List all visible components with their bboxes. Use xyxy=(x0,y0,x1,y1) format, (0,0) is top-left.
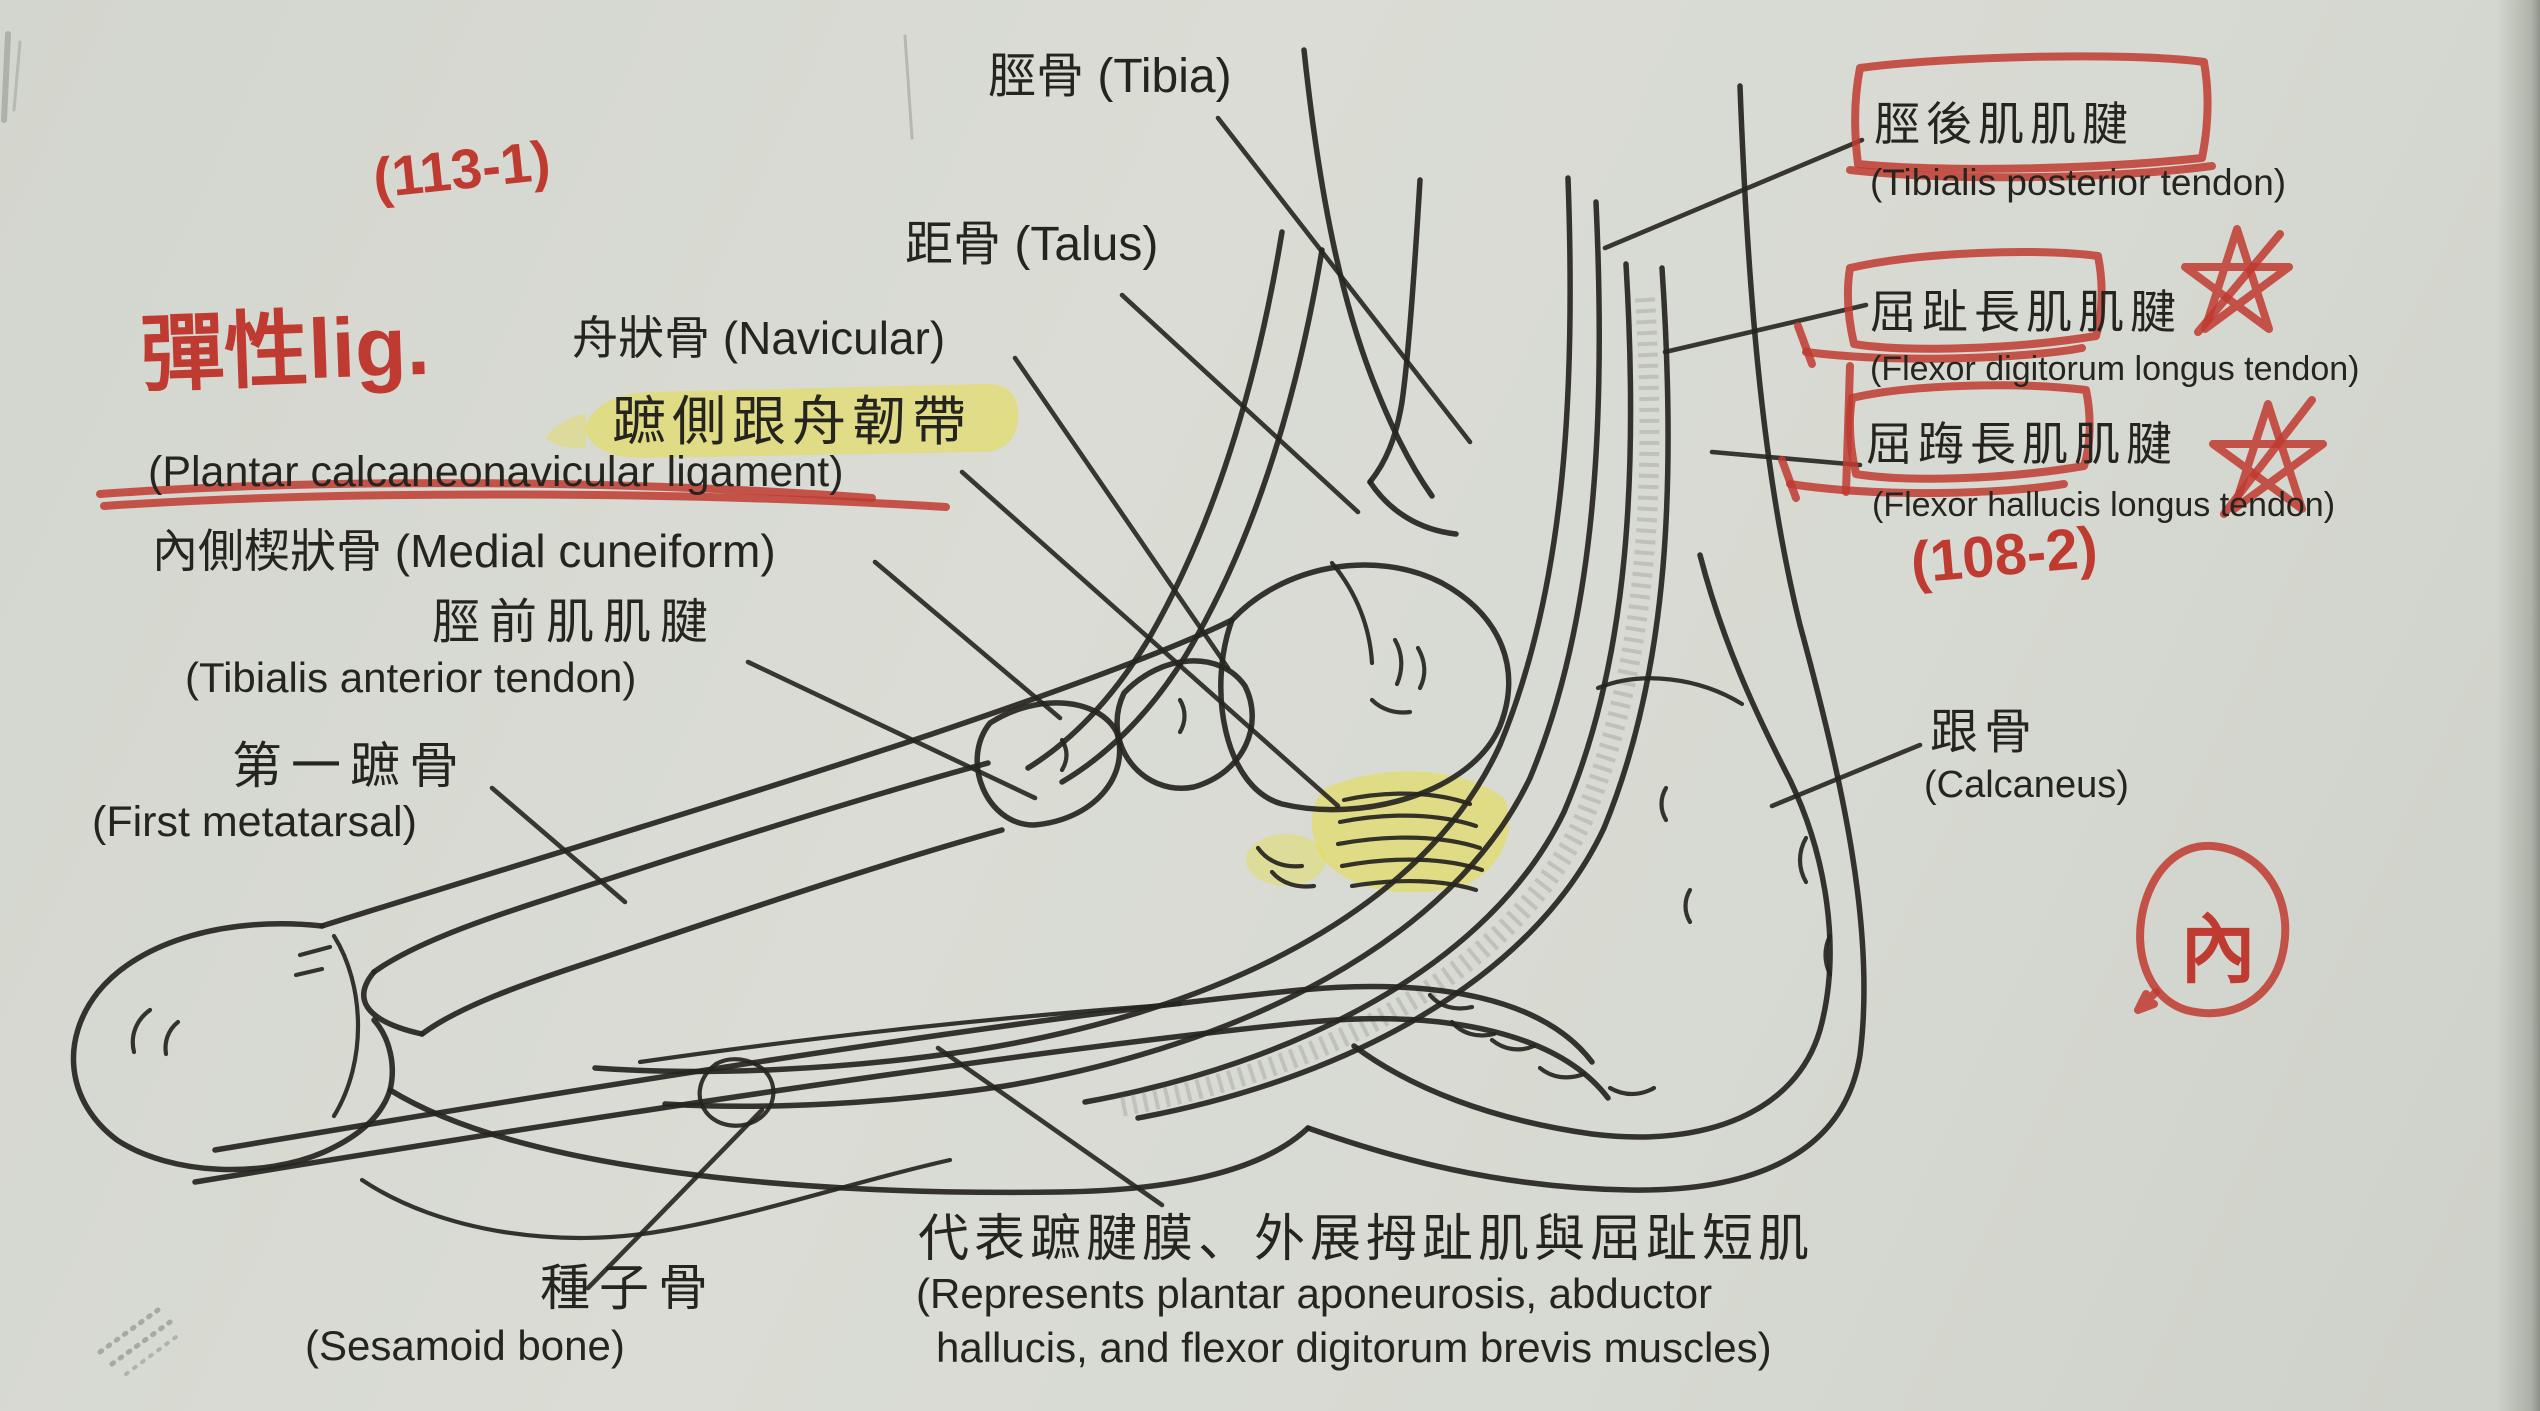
red-box-tibialis-posterior xyxy=(1851,52,2212,173)
red-circle-tail xyxy=(2134,988,2160,1014)
metatarsal-head xyxy=(361,969,425,1037)
label-first-metatarsal-en: (First metatarsal) xyxy=(92,798,417,846)
red-box-flexor-hallucis-underline xyxy=(1786,480,2068,498)
leader-talus xyxy=(1119,292,1361,515)
tibia-back-border xyxy=(1367,177,1423,485)
plantar-aponeurosis-3 xyxy=(637,1001,1183,1065)
handwritten-elastic-ligament-note: 彈性lig. xyxy=(138,297,432,402)
label-spring-ligament-en: (Plantar calcaneonavicular ligament) xyxy=(148,448,844,496)
label-talus: 距骨 (Talus) xyxy=(905,218,1159,271)
red-tick-flexor-digitorum xyxy=(1794,322,1816,368)
plantar-aponeurosis-1 xyxy=(212,983,1595,1153)
label-first-metatarsal-zh: 第一蹠骨 xyxy=(232,738,468,794)
red-marker-shapes xyxy=(96,52,2327,1018)
sole-outline xyxy=(387,1087,1311,1196)
leader-medial-cuneiform xyxy=(872,559,1063,721)
soft-tissue-arch xyxy=(359,1157,953,1241)
tibialis-anterior-band-2 xyxy=(1059,247,1325,785)
leader-flexor-hallucis xyxy=(1709,449,1863,468)
highlight-drawing-small-blob xyxy=(1246,834,1326,886)
red-circle-medial-mark xyxy=(2136,841,2290,1018)
handwritten-medial-mark: 內 xyxy=(2180,908,2256,993)
label-tibialis-posterior-zh: 脛後肌肌腱 xyxy=(1874,98,2134,150)
phalanx-joint-line xyxy=(331,933,361,1119)
medial-malleolus xyxy=(1367,479,1459,537)
highlight-spring-ligament-drawing xyxy=(1311,771,1510,893)
paper-marks xyxy=(1,31,914,1376)
red-star-1-slash xyxy=(2194,230,2284,336)
leader-tibialis-posterior xyxy=(1602,137,1865,251)
first-metatarsal-upper xyxy=(371,760,991,975)
calcaneus-top-notch xyxy=(1595,676,1745,707)
label-calcaneus-en: (Calcaneus) xyxy=(1924,764,2129,806)
label-tibialis-anterior-zh: 脛前肌肌腱 xyxy=(432,596,718,649)
navicular-outline xyxy=(1114,658,1255,791)
achilles-heel-outline xyxy=(1305,83,1867,1193)
tendon-arc-4 xyxy=(1135,265,1671,1121)
calcaneus-outline xyxy=(1351,552,1833,1140)
red-underline-spring-ligament-2 xyxy=(100,490,950,511)
red-tick-flexor-hallucis xyxy=(1778,456,1800,502)
tendon-arc-1 xyxy=(592,175,1573,1075)
leader-plantar-caption xyxy=(935,1045,1165,1208)
label-medial-cuneiform: 內側楔狀骨 (Medial cuneiform) xyxy=(152,525,776,577)
label-tibialis-posterior-en: (Tibialis posterior tendon) xyxy=(1870,162,2287,203)
red-box-tibialis-posterior-underline xyxy=(1846,162,2216,182)
leader-tibialis-anterior xyxy=(745,659,1038,801)
label-flexor-hallucis-zh: 屈踇長肌肌腱 xyxy=(1866,418,2178,470)
label-flexor-hallucis-en: (Flexor hallucis longus tendon) xyxy=(1872,486,2336,524)
red-underline-spring-ligament xyxy=(96,479,876,502)
leader-tibia xyxy=(1215,115,1473,445)
plantar-aponeurosis-2 xyxy=(192,1016,1611,1185)
leader-navicular xyxy=(1012,355,1231,671)
leader-sesamoid xyxy=(585,1107,765,1291)
leader-lines xyxy=(489,115,1923,1291)
tibia-front-border xyxy=(1301,47,1435,499)
leader-flexor-digitorum xyxy=(1662,302,1869,355)
red-box-flexor-hallucis-left-edge xyxy=(1842,362,1854,496)
leader-calcaneus xyxy=(1769,742,1923,809)
leader-first-metatarsal xyxy=(489,785,628,905)
label-calcaneus-zh: 跟骨 xyxy=(1930,706,2039,759)
tendon-stipple-band xyxy=(1113,297,1660,1118)
label-tibialis-anterior-en: (Tibialis anterior tendon) xyxy=(185,654,637,701)
label-sesamoid-zh: 種子骨 xyxy=(540,1260,717,1316)
leader-spring-ligament xyxy=(959,469,1341,809)
label-plantar-caption-en2: hallucis, and flexor digitorum brevis mu… xyxy=(936,1324,1772,1371)
tendon-arc-3 xyxy=(1082,261,1634,1105)
highlight-text-tail xyxy=(545,414,586,449)
label-flexor-digitorum-zh: 屈趾長肌肌腱 xyxy=(1870,286,2182,338)
red-box-flexor-digitorum xyxy=(1843,248,2106,353)
talus-neck-line xyxy=(1329,560,1375,666)
talus-outline xyxy=(1218,562,1512,813)
label-flexor-digitorum-en: (Flexor digitorum longus tendon) xyxy=(1870,350,2360,388)
spring-ligament-hatching xyxy=(1335,791,1485,893)
red-box-flexor-digitorum-underline xyxy=(1802,344,2086,363)
tibialis-anterior-band-1 xyxy=(1025,229,1285,771)
red-box-flexor-hallucis xyxy=(1845,381,2094,483)
dorsal-outline xyxy=(319,617,1235,929)
label-plantar-caption-zh: 代表蹠腱膜、外展拇趾肌與屈趾短肌 xyxy=(918,1210,1815,1267)
highlight-spring-ligament-text xyxy=(585,384,1019,458)
label-tibia: 脛骨 (Tibia) xyxy=(988,50,1232,103)
red-star-2-slash xyxy=(2220,396,2316,518)
hatch-marks xyxy=(130,637,1833,1097)
label-navicular: 舟狀骨 (Navicular) xyxy=(572,312,946,364)
tendon-arc-2 xyxy=(662,199,1603,1109)
label-spring-ligament-zh: 蹠側跟舟韌帶 xyxy=(612,392,972,452)
label-sesamoid-en: (Sesamoid bone) xyxy=(305,1322,625,1369)
cuneiform-outline xyxy=(974,700,1123,828)
label-plantar-caption-en1: (Represents plantar aponeurosis, abducto… xyxy=(916,1270,1713,1317)
first-metatarsal-lower xyxy=(419,827,1005,1037)
